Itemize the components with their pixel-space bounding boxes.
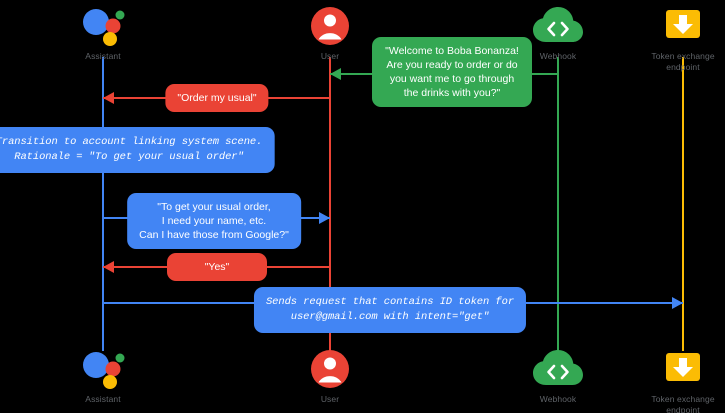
download-box-icon	[613, 4, 725, 48]
user-avatar-icon	[260, 4, 400, 48]
google-assistant-icon	[33, 347, 173, 391]
actor-label: Webhook	[539, 394, 577, 404]
note-bubble-send-id-token: Sends request that contains ID token for…	[253, 287, 527, 333]
actor-user-top[interactable]: User	[260, 4, 400, 62]
actor-label: User	[320, 394, 340, 404]
actor-assistant-top[interactable]: Assistant	[33, 4, 173, 62]
download-box-icon	[613, 347, 725, 391]
note-line: Sends request that contains ID token for	[265, 296, 515, 308]
note-line: Rationale = "To get your usual order"	[14, 151, 244, 163]
actor-label: User	[320, 51, 340, 61]
cloud-code-icon	[488, 347, 628, 391]
lifeline-user	[329, 57, 331, 351]
bubble-line: the drinks with you?"	[403, 87, 501, 99]
note-line: Transition to account linking system sce…	[0, 136, 263, 148]
google-assistant-icon	[33, 4, 173, 48]
actor-label-line1: Token exchange	[651, 51, 715, 61]
actor-user-bottom[interactable]: User	[260, 347, 400, 405]
actor-endpoint-bottom[interactable]: Token exchange endpoint	[613, 347, 725, 413]
lifeline-assistant	[102, 57, 104, 351]
actor-webhook-bottom[interactable]: Webhook	[488, 347, 628, 405]
actor-label-line1: Token exchange	[651, 394, 715, 404]
lifeline-endpoint	[682, 57, 684, 351]
bubble-line: "Order my usual"	[177, 92, 257, 104]
actor-label: Webhook	[539, 51, 577, 61]
message-bubble-yes: "Yes"	[167, 253, 267, 281]
message-bubble-order-my-usual: "Order my usual"	[165, 84, 269, 112]
bubble-line: Can I have those from Google?"	[139, 229, 289, 241]
message-bubble-welcome: "Welcome to Boba Bonanza! Are you ready …	[372, 37, 532, 107]
actor-assistant-bottom[interactable]: Assistant	[33, 347, 173, 405]
actor-webhook-top[interactable]: Webhook	[488, 4, 628, 62]
actor-label: Assistant	[85, 51, 121, 61]
bubble-line: I need your name, etc.	[161, 215, 267, 227]
actor-label: Token exchange endpoint	[613, 394, 725, 413]
bubble-line: "Yes"	[204, 261, 230, 273]
bubble-line: "To get your usual order,	[157, 201, 271, 213]
note-bubble-transition: Transition to account linking system sce…	[0, 127, 275, 173]
message-bubble-ask-for-name: "To get your usual order, I need your na…	[127, 193, 301, 249]
bubble-line: "Welcome to Boba Bonanza!	[385, 45, 519, 57]
bubble-line: you want me to go through	[389, 73, 515, 85]
actor-endpoint-top[interactable]: Token exchange endpoint	[613, 4, 725, 73]
actor-label-line2: endpoint	[666, 405, 700, 413]
actor-label: Assistant	[85, 394, 121, 404]
actor-label-line2: endpoint	[666, 62, 700, 72]
user-avatar-icon	[260, 347, 400, 391]
bubble-line: Are you ready to order or do	[386, 59, 518, 71]
actor-label: Token exchange endpoint	[613, 51, 725, 73]
note-line: user@gmail.com with intent="get"	[290, 311, 490, 323]
lifeline-webhook	[557, 57, 559, 351]
cloud-code-icon	[488, 4, 628, 48]
